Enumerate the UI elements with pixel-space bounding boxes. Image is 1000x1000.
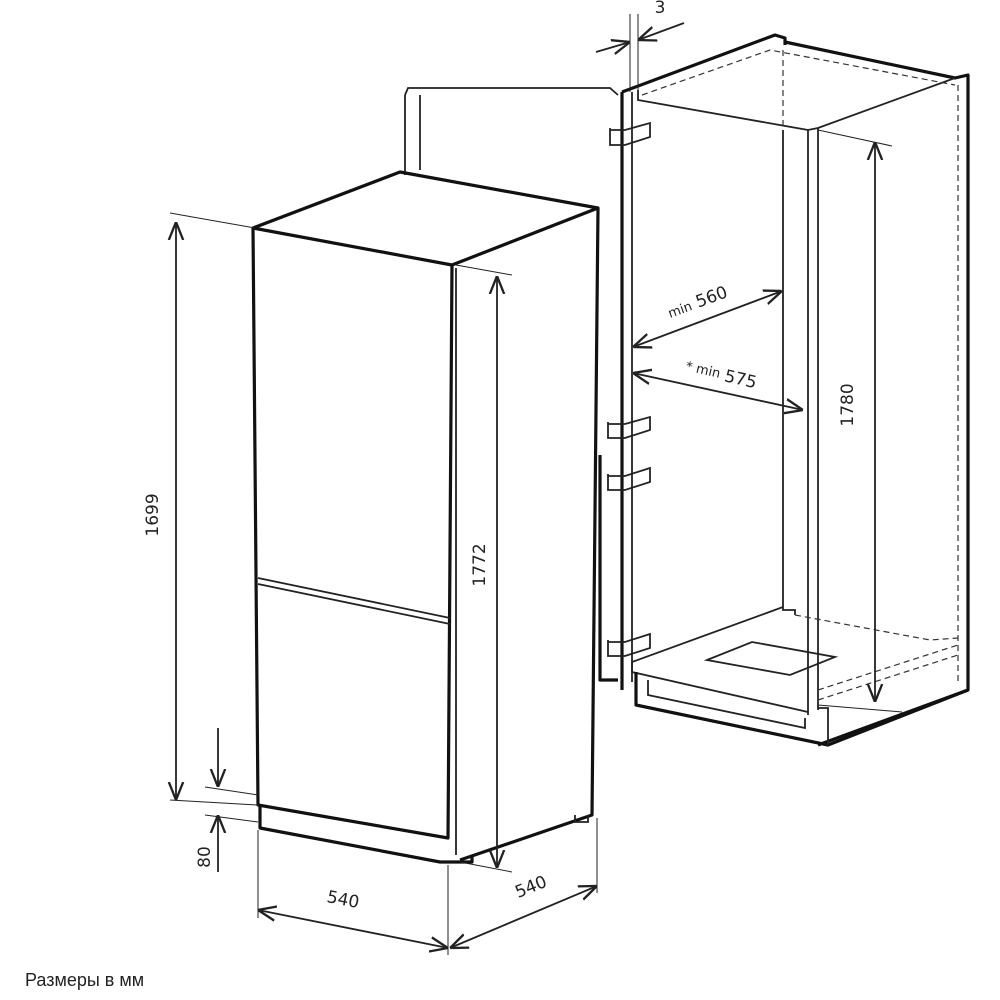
- units-caption: Размеры в мм: [25, 970, 145, 990]
- dim-540-width-label: 540: [325, 887, 361, 913]
- dimension-min-575: * min 575: [633, 359, 803, 410]
- dim-3-label: 3: [655, 0, 666, 18]
- hinge-icon: [607, 415, 651, 439]
- dim-80-label: 80: [195, 846, 215, 868]
- dim-1780-label: 1780: [838, 383, 858, 426]
- dim-560-label: 560: [693, 283, 730, 313]
- hinge-icon: [607, 466, 651, 491]
- dimension-1772: 1772: [455, 264, 513, 873]
- dimension-gap-3: 3: [595, 0, 685, 92]
- dim-1772-label: 1772: [470, 543, 490, 586]
- dimension-80: 80: [195, 728, 259, 872]
- cabinet-niche: [404, 33, 970, 747]
- dim-575-prefix: * min: [684, 359, 722, 382]
- dim-540-depth-label: 540: [512, 872, 550, 903]
- hinge-icon: [609, 121, 651, 146]
- dim-1699-label: 1699: [143, 493, 163, 536]
- dimension-540-width: 540: [258, 830, 448, 955]
- dim-575-label: 575: [722, 366, 758, 393]
- dimension-min-560: min 560: [633, 283, 782, 347]
- dimension-1699: 1699: [143, 212, 259, 806]
- refrigerator: [251, 170, 600, 864]
- dimension-1780: 1780: [817, 129, 903, 713]
- dim-560-prefix: min: [666, 299, 694, 321]
- hinge-icon: [607, 632, 651, 657]
